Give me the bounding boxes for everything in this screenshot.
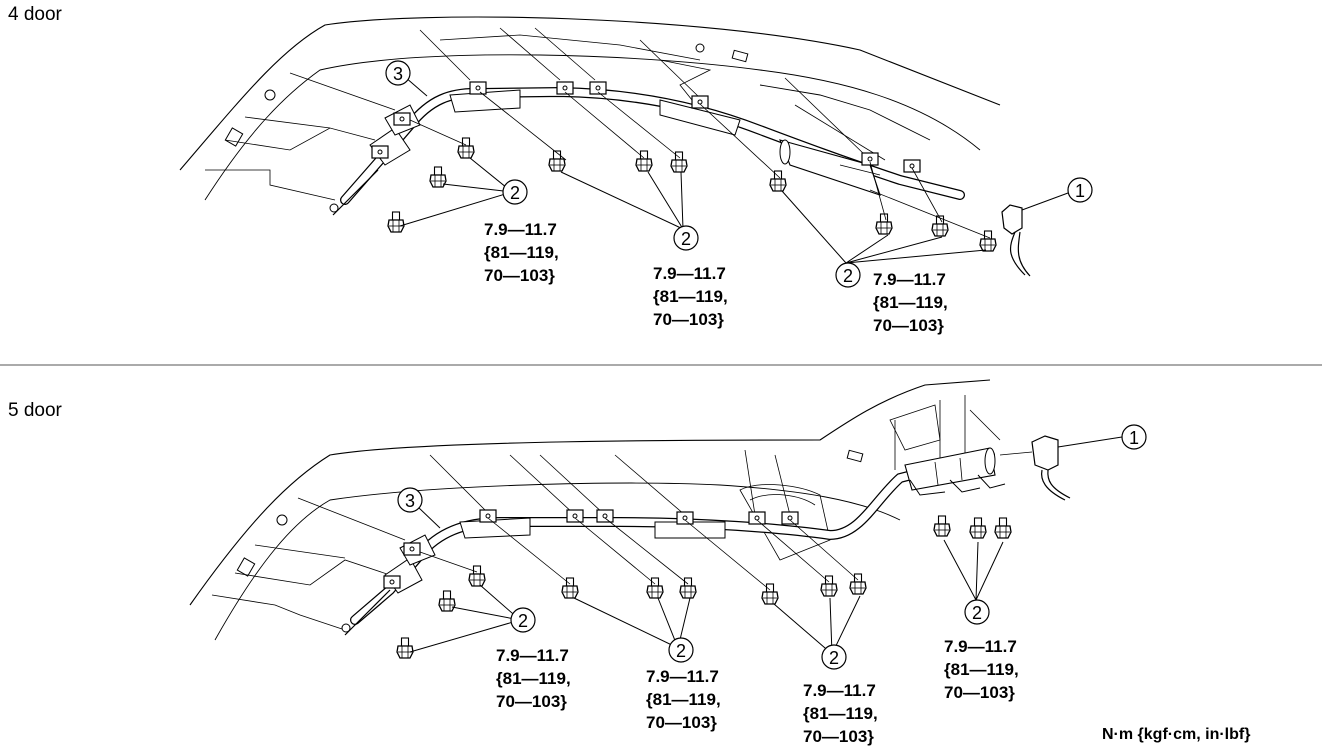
callout-3: 3	[385, 60, 411, 86]
svg-text:1: 1	[1129, 428, 1139, 448]
callouts-4-door: 1 3 2 2 2	[385, 60, 1093, 288]
section-label-5-door: 5 door	[8, 400, 62, 421]
torque-kgfcm: {81—119,	[653, 287, 728, 306]
torque-nm: 7.9—11.7	[944, 637, 1017, 656]
callout-3: 3	[397, 487, 423, 513]
torque-kgfcm: {81—119,	[496, 669, 571, 688]
callout-2: 2	[668, 637, 694, 663]
svg-text:2: 2	[510, 183, 520, 203]
callout-2: 2	[835, 262, 861, 288]
svg-text:2: 2	[676, 641, 686, 661]
callout-2: 2	[502, 179, 528, 205]
torque-inlbf: 70—103}	[653, 310, 724, 329]
svg-text:3: 3	[393, 64, 403, 84]
torque-spec: 7.9—11.7 {81—119, 70—103}	[803, 679, 878, 748]
torque-spec: 7.9—11.7 {81—119, 70—103}	[496, 644, 571, 713]
torque-kgfcm: {81—119,	[873, 293, 948, 312]
section-label-4-door: 4 door	[8, 4, 62, 25]
callout-2: 2	[964, 599, 990, 625]
torque-spec: 7.9—11.7 {81—119, 70—103}	[653, 262, 728, 331]
torque-nm: 7.9—11.7	[873, 270, 946, 289]
callout-2: 2	[673, 225, 699, 251]
torque-inlbf: 70—103}	[496, 692, 567, 711]
svg-text:2: 2	[518, 611, 528, 631]
torque-nm: 7.9—11.7	[646, 667, 719, 686]
diagram-4-door	[179, 16, 1069, 277]
torque-spec: 7.9—11.7 {81—119, 70—103}	[646, 665, 721, 734]
callout-2: 2	[510, 607, 536, 633]
callouts-5-door: 1 3 2 2 2 2	[397, 424, 1147, 670]
torque-nm: 7.9—11.7	[803, 681, 876, 700]
callout-1: 1	[1121, 424, 1147, 450]
torque-nm: 7.9—11.7	[484, 220, 557, 239]
torque-inlbf: 70—103}	[646, 713, 717, 732]
torque-spec: 7.9—11.7 {81—119, 70—103}	[944, 635, 1019, 704]
torque-nm: 7.9—11.7	[496, 646, 569, 665]
units-label: N·m {kgf·cm, in·lbf}	[1102, 726, 1251, 743]
svg-text:1: 1	[1075, 181, 1085, 201]
callout-2: 2	[821, 644, 847, 670]
svg-text:3: 3	[405, 491, 415, 511]
torque-kgfcm: {81—119,	[944, 660, 1019, 679]
torque-spec: 7.9—11.7 {81—119, 70—103}	[484, 218, 559, 287]
torque-spec: 7.9—11.7 {81—119, 70—103}	[873, 268, 948, 337]
svg-text:2: 2	[681, 229, 691, 249]
callout-1: 1	[1067, 177, 1093, 203]
svg-text:2: 2	[843, 266, 853, 286]
torque-kgfcm: {81—119,	[646, 690, 721, 709]
torque-inlbf: 70—103}	[803, 727, 874, 746]
torque-nm: 7.9—11.7	[653, 264, 726, 283]
torque-kgfcm: {81—119,	[803, 704, 878, 723]
torque-kgfcm: {81—119,	[484, 243, 559, 262]
svg-text:2: 2	[972, 603, 982, 623]
svg-text:2: 2	[829, 648, 839, 668]
diagram-5-door	[189, 379, 1123, 659]
torque-inlbf: 70—103}	[944, 683, 1015, 702]
torque-inlbf: 70—103}	[484, 266, 555, 285]
torque-inlbf: 70—103}	[873, 316, 944, 335]
